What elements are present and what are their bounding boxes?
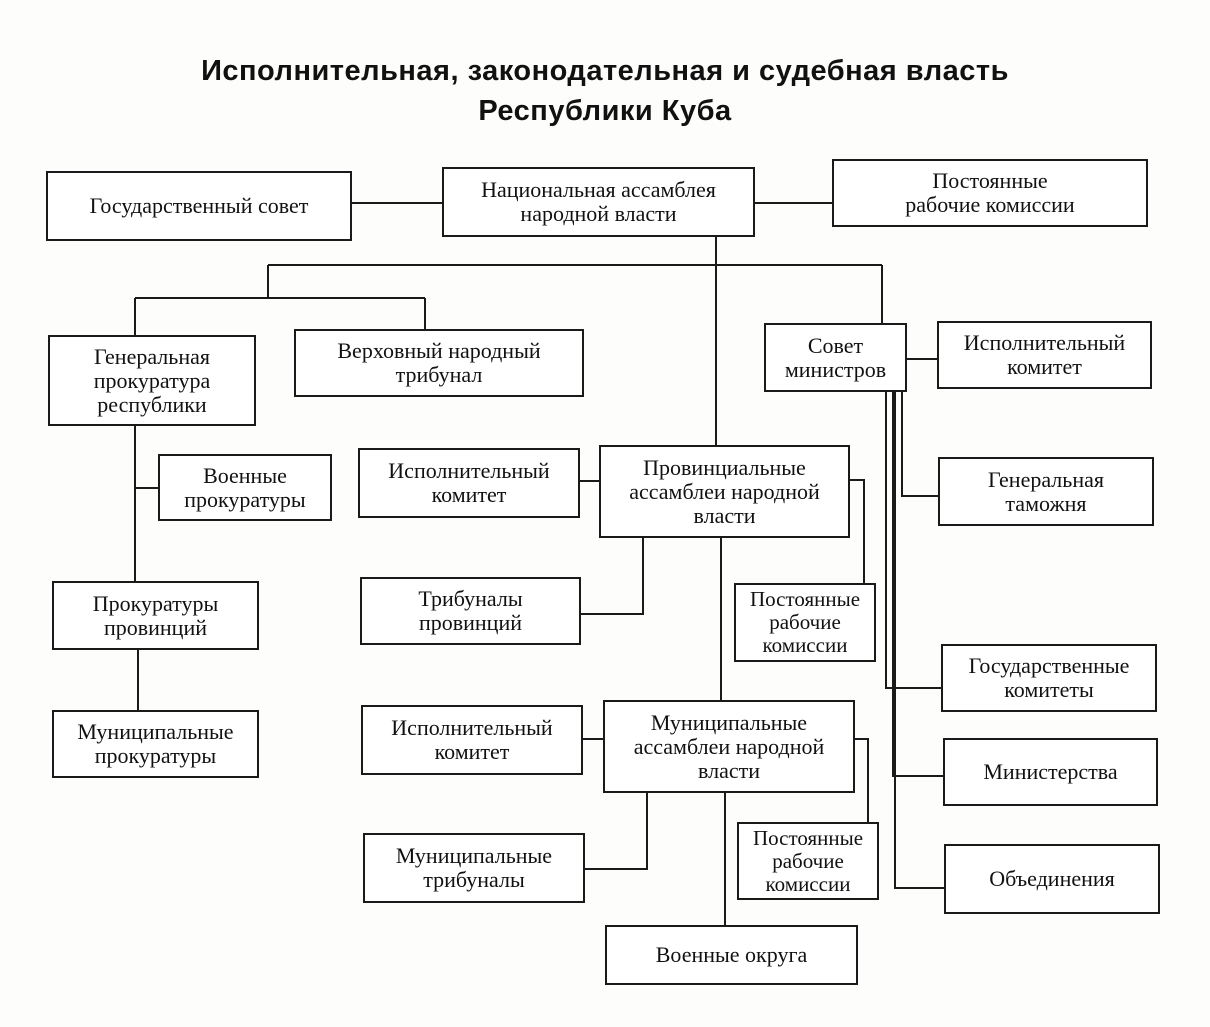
council-of-ministers-box: Совет министров [764, 323, 907, 392]
provincial-commissions-box: Постоянные рабочие комиссии [734, 583, 876, 662]
municipal-commissions-box: Постоянные рабочие комиссии [737, 822, 879, 900]
municipal-executive-committee-box: Исполнительный комитет [361, 705, 583, 775]
ministries-box: Министерства [943, 738, 1158, 806]
diagram-title-line-1: Исполнительная, законодательная и судебн… [201, 55, 1009, 87]
connector [855, 738, 869, 822]
national-commissions-box: Постоянные рабочие комиссии [832, 159, 1148, 227]
provincial-assemblies-box: Провинциальные ассамблеи народной власти [599, 445, 850, 538]
executive-committee-national-box: Исполнительный комитет [937, 321, 1152, 389]
municipal-assemblies-box: Муниципальные ассамблеи народной власти [603, 700, 855, 793]
associations-box: Объединения [944, 844, 1160, 914]
state-council-box: Государственный совет [46, 171, 352, 241]
connector [581, 538, 644, 615]
connector [901, 392, 938, 497]
municipal-tribunals-box: Муниципальные трибуналы [363, 833, 585, 903]
provincial-prosecutors-box: Прокуратуры провинций [52, 581, 259, 650]
provincial-tribunals-box: Трибуналы провинций [360, 577, 581, 645]
diagram-title-line-2: Республики Куба [478, 95, 732, 127]
military-prosecutors-box: Военные прокуратуры [158, 454, 332, 521]
connector [850, 479, 865, 583]
national-assembly-box: Национальная ассамблея народной власти [442, 167, 755, 237]
state-committees-box: Государственные комитеты [941, 644, 1157, 712]
provincial-executive-committee-box: Исполнительный комитет [358, 448, 580, 518]
supreme-tribunal-box: Верховный народный трибунал [294, 329, 584, 397]
connector [894, 392, 944, 889]
connector [892, 392, 943, 777]
connector [585, 793, 648, 870]
connector [885, 392, 941, 689]
military-districts-box: Военные округа [605, 925, 858, 985]
customs-box: Генеральная таможня [938, 457, 1154, 526]
prosecutor-general-box: Генеральная прокуратура республики [48, 335, 256, 426]
municipal-prosecutors-box: Муниципальные прокуратуры [52, 710, 259, 778]
